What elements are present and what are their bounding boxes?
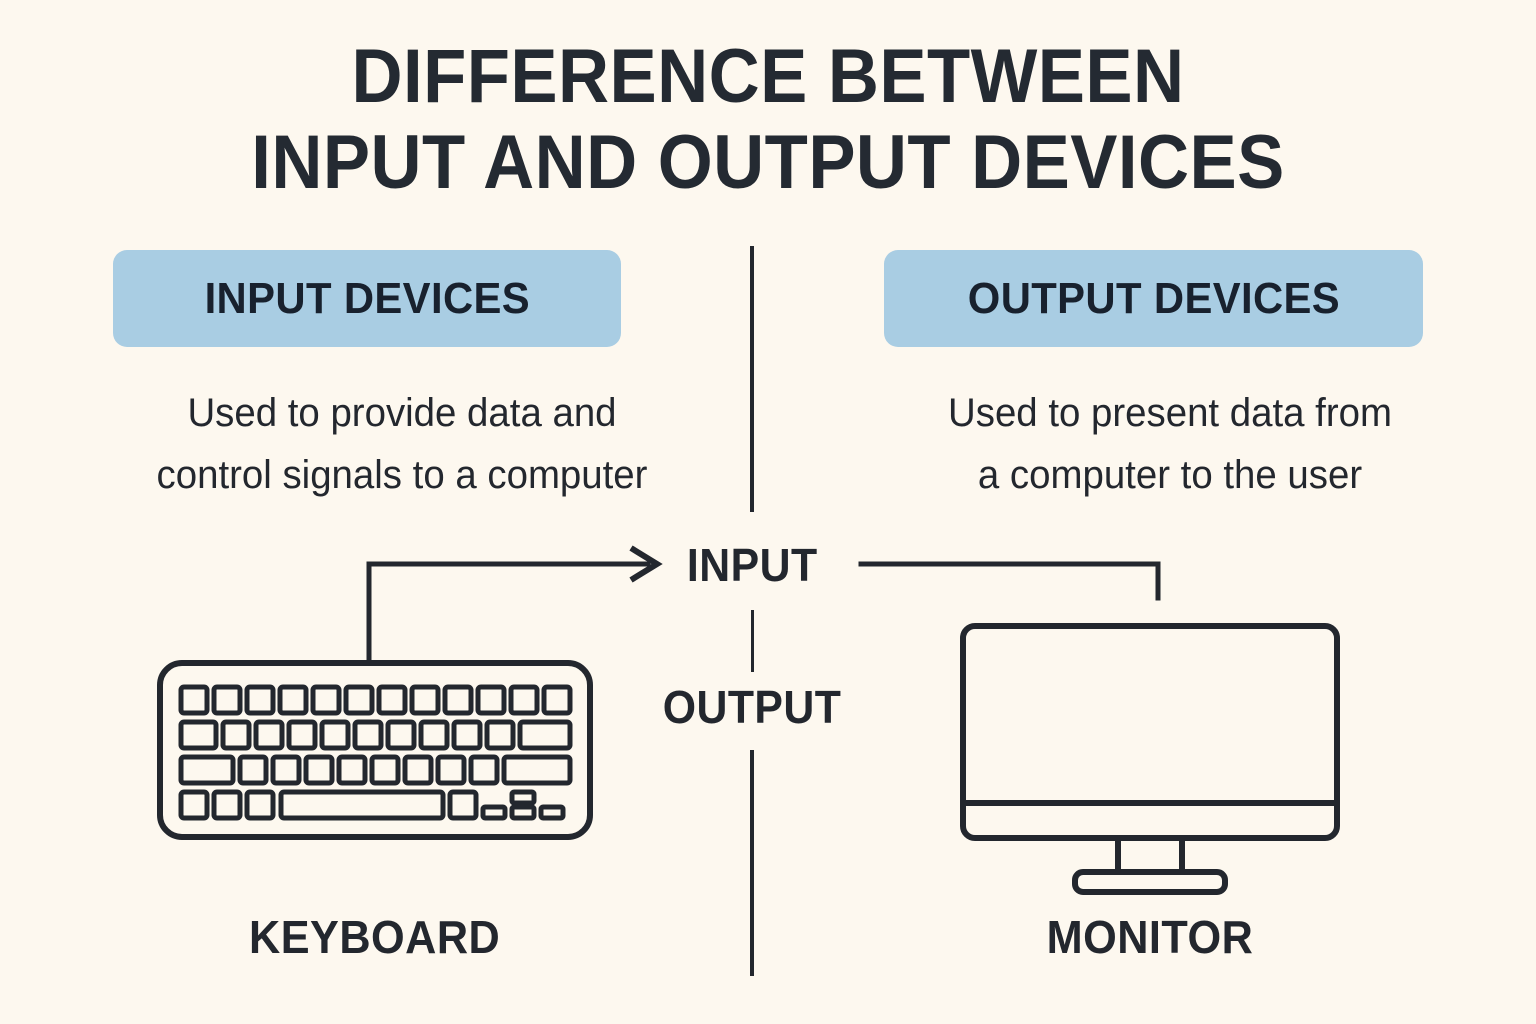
output-description-line-2: a computer to the user (977, 453, 1363, 497)
page-title: DIFFERENCE BETWEEN INPUT AND OUTPUT DEVI… (0, 34, 1536, 206)
center-divider-top (750, 246, 754, 512)
input-devices-header-badge: INPUT DEVICES (113, 250, 621, 347)
title-line-1: DIFFERENCE BETWEEN (351, 34, 1185, 119)
monitor-caption-text: MONITOR (1046, 911, 1254, 963)
center-divider-middle (751, 610, 754, 672)
keyboard-caption-text: KEYBOARD (249, 911, 501, 963)
output-devices-header-badge: OUTPUT DEVICES (884, 250, 1423, 347)
input-description-line-1: Used to provide data and (187, 391, 617, 435)
keyboard-keys (178, 684, 573, 821)
monitor-stand-base (1072, 869, 1228, 895)
input-devices-header-label: INPUT DEVICES (204, 273, 530, 323)
flow-input-text: INPUT (686, 539, 818, 591)
input-devices-description: Used to provide data and control signals… (92, 382, 712, 506)
keyboard-icon (157, 660, 593, 840)
monitor-screen-frame (960, 623, 1340, 841)
flow-label-input: INPUT (592, 538, 912, 592)
monitor-icon (960, 623, 1340, 895)
keyboard-body (157, 660, 593, 840)
flow-label-output: OUTPUT (582, 680, 922, 734)
flow-output-text: OUTPUT (662, 681, 842, 733)
center-divider-bottom (750, 750, 754, 976)
monitor-stand-neck (1115, 839, 1185, 873)
input-description-line-2: control signals to a computer (156, 453, 648, 497)
monitor-caption: MONITOR (940, 910, 1360, 964)
keyboard-caption: KEYBOARD (155, 910, 595, 964)
output-devices-header-label: OUTPUT DEVICES (967, 273, 1340, 323)
output-devices-description: Used to present data from a computer to … (870, 382, 1470, 506)
title-line-2: INPUT AND OUTPUT DEVICES (251, 120, 1285, 205)
output-description-line-1: Used to present data from (948, 391, 1392, 435)
